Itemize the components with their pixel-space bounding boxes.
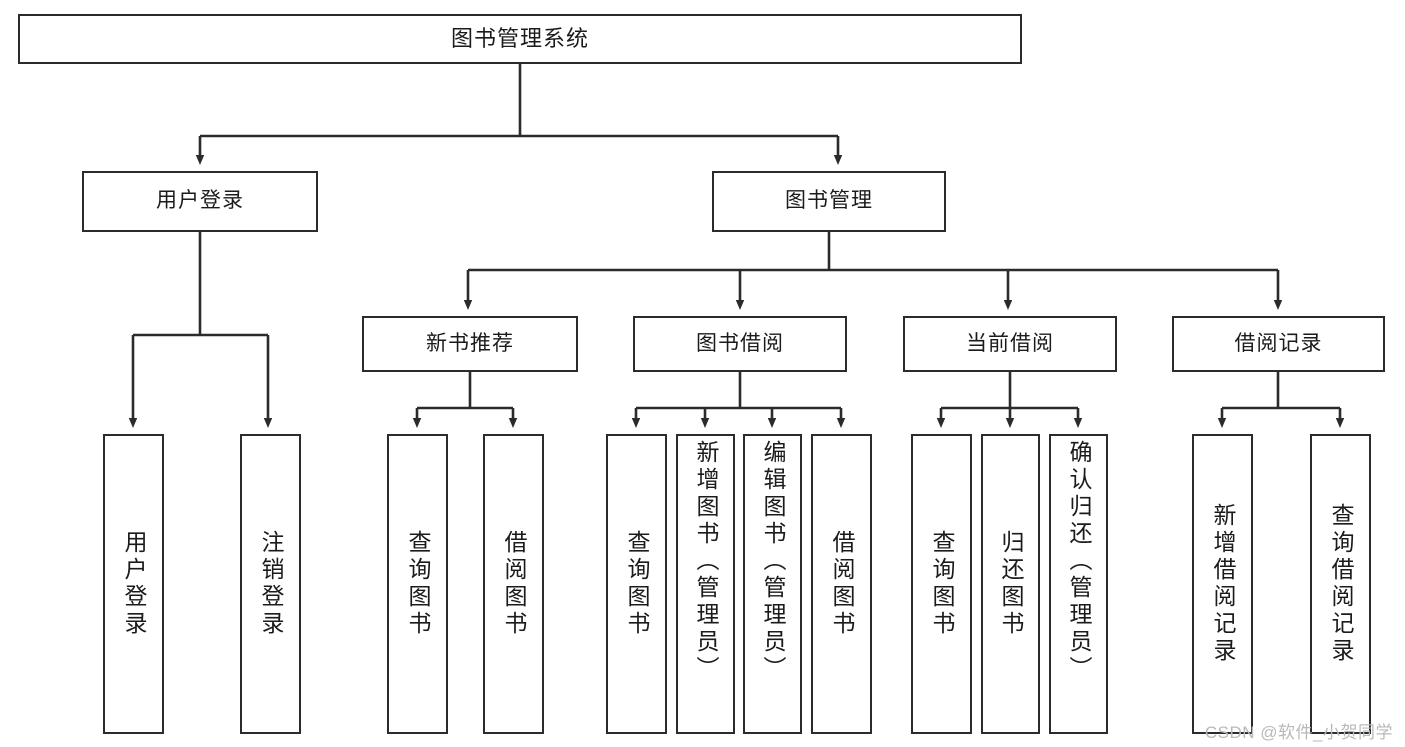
node-new-book-recommend[interactable]: 新书推荐 — [362, 316, 578, 372]
leaf-label: 用户登录 — [121, 530, 147, 638]
leaf-add-book-admin[interactable]: 新增图书（管理员） — [676, 434, 735, 734]
node-label: 当前借阅 — [966, 331, 1054, 355]
node-user-login[interactable]: 用户登录 — [82, 171, 318, 232]
leaf-confirm-return-admin[interactable]: 确认归还（管理员） — [1049, 434, 1108, 734]
leaf-query-book-borrow[interactable]: 查询图书 — [606, 434, 667, 734]
node-label: 借阅记录 — [1234, 331, 1323, 355]
leaf-query-book-recommend[interactable]: 查询图书 — [387, 434, 448, 734]
node-current-borrow[interactable]: 当前借阅 — [903, 316, 1117, 372]
leaf-label: 借阅图书 — [501, 530, 527, 638]
leaf-label: 编辑图书（管理员） — [760, 440, 786, 683]
leaf-label: 查询借阅记录 — [1328, 503, 1354, 665]
leaf-return-book[interactable]: 归还图书 — [981, 434, 1040, 734]
leaf-borrow-book[interactable]: 借阅图书 — [811, 434, 872, 734]
leaf-user-logout[interactable]: 注销登录 — [240, 434, 301, 734]
leaf-label: 查询图书 — [405, 530, 431, 638]
leaf-borrow-book-recommend[interactable]: 借阅图书 — [483, 434, 544, 734]
node-label: 用户登录 — [156, 189, 244, 213]
leaf-label: 查询图书 — [929, 530, 955, 638]
node-borrow-record[interactable]: 借阅记录 — [1172, 316, 1385, 372]
leaf-label: 新增借阅记录 — [1210, 503, 1236, 665]
leaf-label: 确认归还（管理员） — [1066, 440, 1092, 683]
node-label: 新书推荐 — [426, 331, 514, 355]
leaf-label: 查询图书 — [624, 530, 650, 638]
leaf-label: 新增图书（管理员） — [693, 440, 719, 683]
node-label: 图书管理系统 — [450, 26, 589, 52]
leaf-query-borrow-record[interactable]: 查询借阅记录 — [1310, 434, 1371, 734]
leaf-add-borrow-record[interactable]: 新增借阅记录 — [1192, 434, 1253, 734]
node-label: 图书借阅 — [696, 331, 784, 355]
leaf-label: 归还图书 — [998, 530, 1024, 638]
node-root-book-management-system[interactable]: 图书管理系统 — [18, 14, 1022, 64]
leaf-user-login[interactable]: 用户登录 — [103, 434, 164, 734]
node-book-borrow[interactable]: 图书借阅 — [633, 316, 847, 372]
leaf-edit-book-admin[interactable]: 编辑图书（管理员） — [743, 434, 802, 734]
node-label: 图书管理 — [785, 189, 873, 213]
leaf-label: 注销登录 — [258, 530, 284, 638]
leaf-query-book-current[interactable]: 查询图书 — [911, 434, 972, 734]
leaf-label: 借阅图书 — [829, 530, 855, 638]
node-book-management[interactable]: 图书管理 — [712, 171, 946, 232]
